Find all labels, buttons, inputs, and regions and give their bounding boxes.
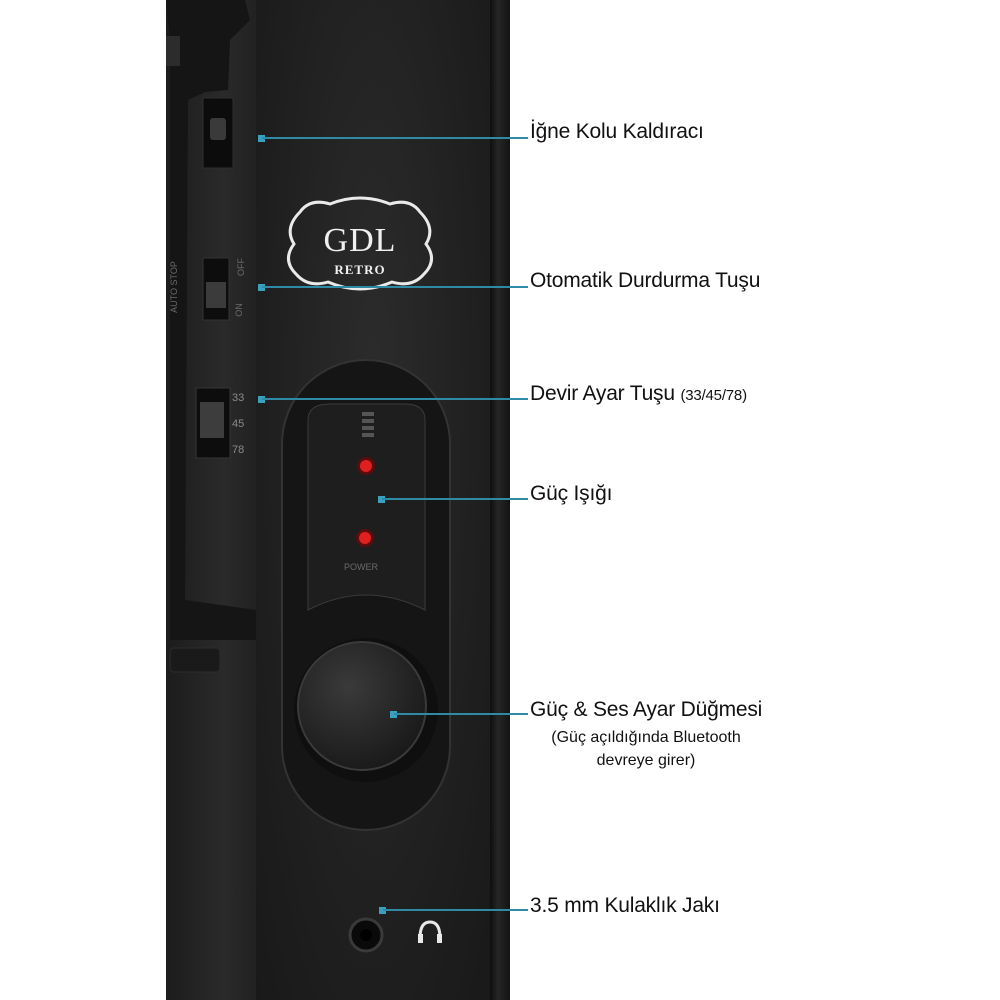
- dot-auto-stop: [258, 284, 265, 291]
- label-headphone: 3.5 mm Kulaklık Jakı: [530, 894, 720, 917]
- label-speed: Devir Ayar Tuşu (33/45/78): [530, 382, 747, 406]
- note-volume-knob-1: (Güç açıldığında Bluetooth: [551, 729, 741, 746]
- leader-headphone: [383, 909, 528, 911]
- leader-speed: [262, 398, 528, 400]
- power-text: POWER: [344, 562, 379, 572]
- leader-power-light: [382, 498, 528, 500]
- dot-volume-knob: [390, 711, 397, 718]
- leader-auto-stop: [262, 286, 528, 288]
- logo-badge-frame: [287, 196, 433, 291]
- label-needle-lift: İğne Kolu Kaldıracı: [530, 120, 704, 143]
- power-led: [359, 532, 371, 544]
- indicator-panel: [307, 403, 426, 611]
- headphone-icon: [418, 920, 442, 939]
- leader-needle-lift: [262, 137, 528, 139]
- auto-stop-switch[interactable]: [206, 282, 226, 308]
- headphone-icon-left: [418, 934, 423, 943]
- speed-78: 78: [232, 444, 245, 456]
- auto-stop-text: AUTO STOP: [168, 261, 179, 313]
- logo-brand: GDL: [323, 222, 397, 259]
- volume-knob[interactable]: [297, 641, 427, 771]
- dot-power-light: [378, 496, 385, 503]
- battery-icon: [362, 412, 374, 437]
- auto-stop-on-text: ON: [233, 303, 244, 317]
- label-power-light: Güç Işığı: [530, 482, 613, 505]
- label-speed-text: Devir Ayar Tuşu: [530, 382, 675, 405]
- dot-needle-lift: [258, 135, 265, 142]
- turntable-edge: [490, 0, 510, 1000]
- headphone-icon-right: [437, 934, 442, 943]
- side-bracket: [169, 647, 221, 673]
- speed-45: 45: [232, 418, 245, 430]
- label-volume-knob: Güç & Ses Ayar Düğmesi: [530, 698, 763, 721]
- dot-speed: [258, 396, 265, 403]
- label-speed-suffix: (33/45/78): [680, 387, 747, 404]
- auto-stop-off-text: OFF: [236, 258, 246, 276]
- speed-33: 33: [232, 392, 245, 404]
- speed-switch[interactable]: [200, 402, 224, 438]
- logo-sub: RETRO: [334, 262, 386, 277]
- tonearm-clip: [166, 36, 180, 66]
- note-volume-knob-2: devreye girer): [596, 752, 696, 769]
- dot-headphone: [379, 907, 386, 914]
- bluetooth-led: [360, 460, 372, 472]
- headphone-jack-hole: [360, 929, 372, 941]
- label-auto-stop: Otomatik Durdurma Tuşu: [530, 269, 761, 292]
- needle-lift-lever[interactable]: [210, 118, 226, 140]
- leader-volume-knob: [394, 713, 528, 715]
